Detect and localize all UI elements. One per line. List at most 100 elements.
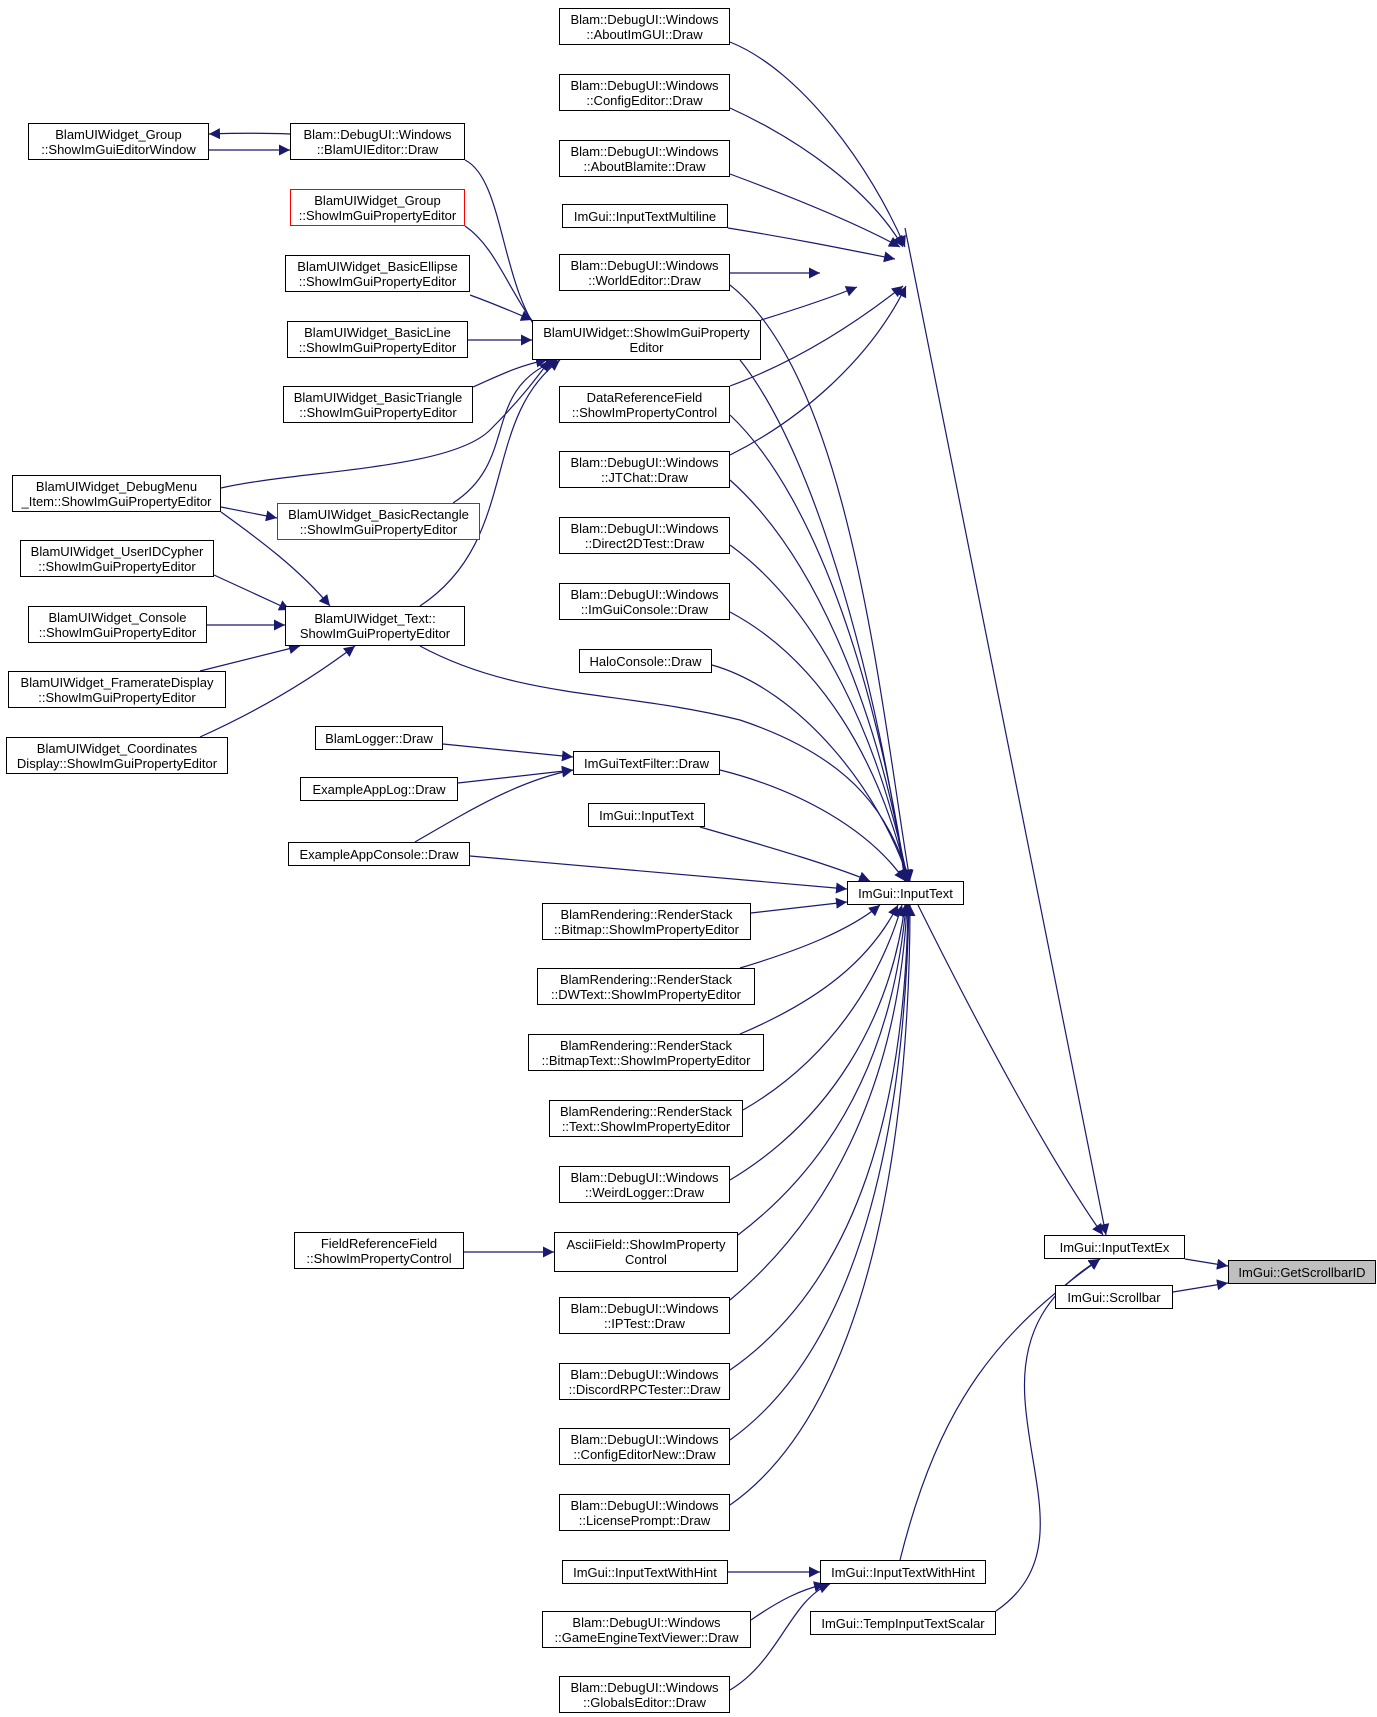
- node-worldeditor[interactable]: Blam::DebugUI::Windows::WorldEditor::Dra…: [559, 254, 730, 291]
- node-tempinputtextscalar[interactable]: ImGui::TempInputTextScalar: [810, 1611, 996, 1635]
- e-licenseprompt-inputtextb: [729, 904, 916, 1506]
- node-rs-bitmap[interactable]: BlamRendering::RenderStack::Bitmap::Show…: [542, 903, 751, 940]
- node-label-line: Blam::DebugUI::Windows: [303, 126, 452, 142]
- e-worldeditor-inputtextb: [729, 284, 914, 882]
- e-rsdwtext-inputtextb: [739, 904, 881, 969]
- node-fieldreferencefield[interactable]: FieldReferenceField::ShowImPropertyContr…: [294, 1232, 464, 1269]
- node-inputtextex[interactable]: ImGui::InputTextEx: [1044, 1235, 1185, 1259]
- node-scrollbar[interactable]: ImGui::Scrollbar: [1055, 1285, 1173, 1309]
- node-exampleappconsole[interactable]: ExampleAppConsole::Draw: [288, 842, 470, 866]
- node-label-line: ::AboutImGUI::Draw: [586, 26, 703, 42]
- node-label-line: Display::ShowImGuiPropertyEditor: [16, 755, 218, 771]
- e-scrollbar-getscrollbarid: [1172, 1279, 1229, 1293]
- e-debugmenu-text: [220, 511, 331, 607]
- node-label-line: ::BlamUIEditor::Draw: [316, 141, 439, 157]
- node-globalseditor[interactable]: Blam::DebugUI::Windows::GlobalsEditor::D…: [559, 1676, 730, 1713]
- node-label-line: ::ShowImGuiPropertyEditor: [38, 624, 197, 640]
- node-configeditor[interactable]: Blam::DebugUI::Windows::ConfigEditor::Dr…: [559, 74, 730, 111]
- node-label-line: ::ShowImGuiPropertyEditor: [299, 521, 458, 537]
- node-discordrpc[interactable]: Blam::DebugUI::Windows::DiscordRPCTester…: [559, 1363, 730, 1400]
- node-inputtextwithhint-a[interactable]: ImGui::InputTextWithHint: [562, 1560, 728, 1584]
- e-weirdlogger-inputtextb: [729, 904, 910, 1181]
- node-framerate[interactable]: BlamUIWidget_FramerateDisplay::ShowImGui…: [8, 671, 226, 708]
- node-rs-dwtext[interactable]: BlamRendering::RenderStack::DWText::Show…: [537, 968, 755, 1005]
- node-label-line: ::ImGuiConsole::Draw: [580, 601, 709, 617]
- node-aboutimgui[interactable]: Blam::DebugUI::Windows::AboutImGUI::Draw: [559, 8, 730, 45]
- e-framerate-text: [199, 643, 301, 672]
- node-label-line: DataReferenceField: [586, 389, 703, 405]
- node-label-line: BlamRendering::RenderStack: [560, 1037, 732, 1053]
- e-direct2dtest-inputtextb: [729, 544, 912, 882]
- node-label-line: ImGui::InputText: [599, 807, 694, 823]
- node-text-widget[interactable]: BlamUIWidget_Text::ShowImGuiPropertyEdit…: [285, 606, 465, 646]
- e-configeditor-itm: [729, 107, 904, 248]
- node-direct2dtest[interactable]: Blam::DebugUI::Windows::Direct2DTest::Dr…: [559, 517, 730, 554]
- node-basicline[interactable]: BlamUIWidget_BasicLine::ShowImGuiPropert…: [287, 321, 468, 358]
- node-basicrectangle[interactable]: BlamUIWidget_BasicRectangle::ShowImGuiPr…: [277, 503, 480, 540]
- e-text-widgetprop: [419, 359, 561, 607]
- node-label-line: Blam::DebugUI::Windows: [570, 1169, 719, 1185]
- node-group-propeditor[interactable]: BlamUIWidget_Group::ShowImGuiPropertyEdi…: [290, 189, 465, 226]
- e-inputtextex-getscrollbarid: [1184, 1258, 1229, 1270]
- e-exampleappconsole-imguitextfilter: [414, 766, 574, 843]
- node-rs-bitmaptext[interactable]: BlamRendering::RenderStack::BitmapText::…: [528, 1034, 764, 1071]
- node-licenseprompt[interactable]: Blam::DebugUI::Windows::LicensePrompt::D…: [559, 1494, 730, 1531]
- node-label-line: Control: [625, 1252, 667, 1267]
- node-debugmenu-item[interactable]: BlamUIWidget_DebugMenu_Item::ShowImGuiPr…: [12, 475, 221, 512]
- node-jtchat[interactable]: Blam::DebugUI::Windows::JTChat::Draw: [559, 451, 730, 488]
- node-label-line: BlamUIWidget_Text::: [314, 611, 436, 626]
- node-imguiconsole[interactable]: Blam::DebugUI::Windows::ImGuiConsole::Dr…: [559, 583, 730, 620]
- node-label-line: ::Bitmap::ShowImPropertyEditor: [554, 921, 739, 937]
- node-inputtext-b[interactable]: ImGui::InputText: [847, 881, 964, 905]
- node-label-line: HaloConsole::Draw: [589, 653, 702, 669]
- node-label-line: ::ShowImPropertyControl: [571, 404, 718, 420]
- node-label-line: ImGui::GetScrollbarID: [1238, 1264, 1366, 1280]
- node-weirdlogger[interactable]: Blam::DebugUI::Windows::WeirdLogger::Dra…: [559, 1166, 730, 1203]
- node-imguitextfilter[interactable]: ImGuiTextFilter::Draw: [573, 751, 720, 775]
- node-exampleapplog[interactable]: ExampleAppLog::Draw: [300, 777, 458, 801]
- node-basictriangle[interactable]: BlamUIWidget_BasicTriangle::ShowImGuiPro…: [283, 386, 473, 423]
- e-iptest-inputtextb: [729, 904, 912, 1301]
- e-widgetprop-itm: [760, 286, 858, 321]
- node-label-line: Blam::DebugUI::Windows: [572, 1614, 721, 1630]
- node-basicellipse[interactable]: BlamUIWidget_BasicEllipse::ShowImGuiProp…: [285, 255, 470, 292]
- node-iptest[interactable]: Blam::DebugUI::Windows::IPTest::Draw: [559, 1297, 730, 1334]
- e-jtchat-itm: [729, 285, 907, 456]
- node-console-widget[interactable]: BlamUIWidget_Console::ShowImGuiPropertyE…: [28, 606, 207, 643]
- node-haloconsole[interactable]: HaloConsole::Draw: [579, 649, 712, 673]
- node-label-line: Blam::DebugUI::Windows: [570, 520, 719, 536]
- node-inputtextwithhint-b[interactable]: ImGui::InputTextWithHint: [820, 1560, 986, 1584]
- node-label-line: Blam::DebugUI::Windows: [570, 257, 719, 273]
- node-blamuieditor[interactable]: Blam::DebugUI::Windows::BlamUIEditor::Dr…: [290, 123, 465, 160]
- node-useridcypher[interactable]: BlamUIWidget_UserIDCypher::ShowImGuiProp…: [20, 540, 214, 577]
- node-label-line: BlamRendering::RenderStack: [560, 906, 733, 922]
- node-group-editorwindow[interactable]: BlamUIWidget_Group::ShowImGuiEditorWindo…: [28, 123, 209, 160]
- node-blamlogger[interactable]: BlamLogger::Draw: [315, 726, 443, 750]
- node-label-line: FieldReferenceField: [320, 1235, 438, 1251]
- e-haloconsole-inputtextb: [711, 664, 911, 882]
- node-label-line: ::ShowImGuiEditorWindow: [41, 141, 196, 157]
- node-rs-text[interactable]: BlamRendering::RenderStack::Text::ShowIm…: [549, 1100, 743, 1137]
- node-label-line: BlamUIWidget_UserIDCypher: [30, 543, 204, 559]
- node-getscrollbarid[interactable]: ImGui::GetScrollbarID: [1228, 1260, 1376, 1284]
- node-label-line: BlamRendering::RenderStack: [560, 971, 732, 987]
- e-inputtextb-inputtextex: [917, 904, 1104, 1236]
- node-label-line: ExampleAppConsole::Draw: [299, 846, 459, 862]
- node-aboutblamite[interactable]: Blam::DebugUI::Windows::AboutBlamite::Dr…: [559, 140, 730, 177]
- node-gameenginetextviewer[interactable]: Blam::DebugUI::Windows::GameEngineTextVi…: [542, 1611, 751, 1648]
- e-rsbitmaptext-inputtextb: [739, 904, 899, 1035]
- node-label-line: ::ShowImGuiPropertyEditor: [38, 558, 196, 574]
- e-discordrpc-inputtextb: [729, 904, 914, 1371]
- node-label-line: AsciiField::ShowImProperty: [566, 1237, 726, 1252]
- node-datareferencefield[interactable]: DataReferenceField::ShowImPropertyContro…: [559, 386, 730, 423]
- node-inputtext-a[interactable]: ImGui::InputText: [588, 803, 705, 827]
- node-configeditornew[interactable]: Blam::DebugUI::Windows::ConfigEditorNew:…: [559, 1428, 730, 1465]
- node-label-line: BlamRendering::RenderStack: [560, 1103, 732, 1119]
- node-label-line: ::ShowImGuiPropertyEditor: [298, 273, 457, 289]
- e-imguitextfilter-inputtextb: [719, 769, 906, 882]
- node-inputtextmultiline-a[interactable]: ImGui::InputTextMultiline: [562, 204, 728, 228]
